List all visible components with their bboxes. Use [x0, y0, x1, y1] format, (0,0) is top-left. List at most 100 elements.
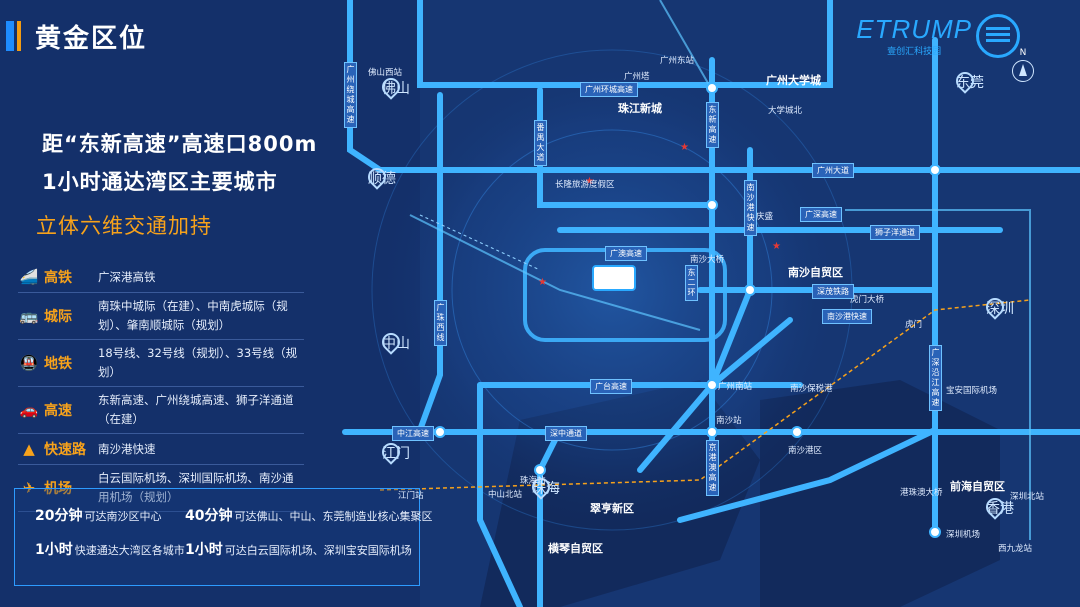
- brand-tagline: 壹创汇科技园: [887, 46, 942, 57]
- road-tag: 东新高速: [706, 102, 719, 148]
- station-label: 江门站: [398, 491, 424, 501]
- city-label: 深圳: [986, 301, 1014, 317]
- road-tag: 广州绕城高速: [344, 62, 357, 128]
- subheadline: 立体六维交通加持: [36, 214, 212, 238]
- transport-value: 18号线、32号线（规划）、33号线（规划）: [98, 346, 298, 379]
- station-label: 庆盛: [756, 212, 774, 222]
- station-label: 西九龙站: [998, 544, 1033, 554]
- landmark-label: 广州塔: [624, 72, 650, 82]
- city-marker: 顺德: [364, 164, 396, 190]
- summary-item: 40分钟可达佛山、中山、东莞制造业核心集聚区: [185, 505, 432, 525]
- transport-value: 南珠中城际（在建）、中南虎城际（规划）、肇南顺城际（规划）: [98, 299, 288, 332]
- road-tag: 狮子洋通道: [870, 225, 920, 240]
- summary-item: 1小时快速通达大湾区各城市: [35, 539, 185, 559]
- district-label: 广州大学城: [766, 74, 821, 87]
- landmark-label: 宝安国际机场: [946, 386, 998, 396]
- road-tag: 深茂铁路: [812, 284, 854, 299]
- road-tag: 广深高速: [800, 207, 842, 222]
- district-label: 横琴自贸区: [548, 542, 603, 555]
- road-tag: 虎门大桥: [850, 295, 885, 305]
- road-tag: 广澳高速: [605, 246, 647, 261]
- station-label: 虎门: [905, 320, 923, 330]
- city-marker: 东莞: [952, 68, 984, 94]
- summary-item: 20分钟可达南沙区中心: [35, 505, 161, 525]
- transport-value: 广深港高铁: [98, 269, 156, 284]
- city-label: 东莞: [956, 75, 984, 91]
- transport-row: ▲ 快速路 南沙港快速: [18, 434, 304, 465]
- summary-text: 可达白云国际机场、深圳宝安国际机场: [224, 544, 412, 557]
- north-label: N: [1019, 48, 1027, 58]
- compass-icon: [1012, 60, 1034, 82]
- compass-north: N: [1012, 48, 1034, 82]
- district-label: 珠江新城: [618, 102, 662, 115]
- district-label: 南沙自贸区: [788, 266, 843, 279]
- brand-emblem-icon: [976, 14, 1020, 58]
- travel-time-summary: 20分钟可达南沙区中心 40分钟可达佛山、中山、东莞制造业核心集聚区 1小时快速…: [14, 488, 432, 586]
- road-icon: ▲: [23, 440, 35, 458]
- city-label: 江门: [382, 446, 410, 462]
- summary-text: 可达佛山、中山、东莞制造业核心集聚区: [234, 510, 433, 523]
- city-label: 佛山: [382, 81, 410, 97]
- car-icon: 🚗: [19, 401, 39, 419]
- city-label: 香港: [986, 501, 1014, 517]
- summary-time: 20分钟: [35, 508, 83, 524]
- metro-icon: 🚇: [19, 354, 39, 372]
- road-tag: 番禺大道: [534, 120, 547, 166]
- svg-text:★: ★: [538, 277, 547, 288]
- landmark-label: 大学城北: [768, 106, 803, 116]
- project-location-marker: [592, 265, 636, 291]
- city-marker: 深圳: [982, 294, 1014, 320]
- road-tag: 南沙港快速: [822, 309, 872, 324]
- road-tag: 深中通道: [545, 426, 587, 441]
- station-label: 中山北站: [488, 490, 523, 500]
- road-tag: 广珠西线: [434, 300, 447, 346]
- district-label: 翠亨新区: [590, 502, 634, 515]
- landmark-label: 港珠澳大桥: [900, 488, 943, 498]
- headline-reach: 1小时通达湾区主要城市: [42, 170, 278, 194]
- header-accent-bar-2: [17, 21, 21, 51]
- road-tag: 广州大道: [812, 163, 854, 178]
- station-label: 广州南站: [718, 382, 753, 392]
- brand-logo: ETRUMP 壹创汇科技园: [856, 14, 1020, 58]
- svg-text:★: ★: [680, 142, 689, 153]
- city-marker: 佛山: [378, 74, 410, 100]
- transport-row: 🚌 城际 南珠中城际（在建）、中南虎城际（规划）、肇南顺城际（规划）: [18, 293, 304, 340]
- transport-label: 高速: [44, 403, 72, 419]
- summary-time: 1小时: [185, 542, 223, 558]
- summary-text: 快速通达大湾区各城市: [74, 544, 185, 557]
- transport-label: 快速路: [44, 442, 86, 458]
- svg-text:★: ★: [772, 241, 781, 252]
- page-title: 黄金区位: [35, 23, 148, 54]
- city-marker: 珠海: [528, 474, 560, 500]
- city-label: 珠海: [532, 481, 560, 497]
- summary-item: 1小时可达白云国际机场、深圳宝安国际机场: [185, 539, 412, 559]
- station-label: 珠海站: [520, 476, 546, 486]
- city-label: 顺德: [368, 171, 396, 187]
- road-tag: 广台高速: [590, 379, 632, 394]
- district-label: 南沙保税港: [790, 384, 833, 394]
- summary-time: 40分钟: [185, 508, 233, 524]
- station-label: 广州东站: [660, 56, 695, 66]
- transport-row: ✈ 机场 白云国际机场、深圳国际机场、南沙通用机场（规划）: [18, 465, 304, 512]
- landmark-label: 长隆旅游度假区: [555, 180, 615, 190]
- train-icon: 🚄: [19, 268, 39, 286]
- city-marker: 香港: [982, 494, 1014, 520]
- brand-wordmark: ETRUMP: [856, 13, 972, 44]
- road-tag: 东二环: [685, 265, 698, 301]
- transport-value: 东新高速、广州绕城高速、狮子洋通道（在建）: [98, 393, 294, 426]
- district-label: 前海自贸区: [950, 480, 1005, 493]
- station-label: 深圳机场: [946, 530, 981, 540]
- summary-time: 1小时: [35, 542, 73, 558]
- city-label: 中山: [382, 336, 410, 352]
- transport-row: 🚇 地铁 18号线、32号线（规划）、33号线（规划）: [18, 340, 304, 387]
- transport-label: 城际: [44, 309, 72, 325]
- road-tag: 广州环城高速: [580, 82, 638, 97]
- transport-value: 南沙港快速: [98, 441, 156, 456]
- landmark-label: 南沙大桥: [690, 255, 725, 265]
- road-tag: 中江高速: [392, 426, 434, 441]
- headline-distance: 距“东新高速”高速口800m: [42, 132, 318, 156]
- bus-icon: 🚌: [19, 307, 39, 325]
- road-tag: 广深沿江高速: [929, 345, 942, 411]
- transport-list: 🚄 高铁 广深港高铁 🚌 城际 南珠中城际（在建）、中南虎城际（规划）、肇南顺城…: [18, 262, 304, 512]
- city-marker: 中山: [378, 329, 410, 355]
